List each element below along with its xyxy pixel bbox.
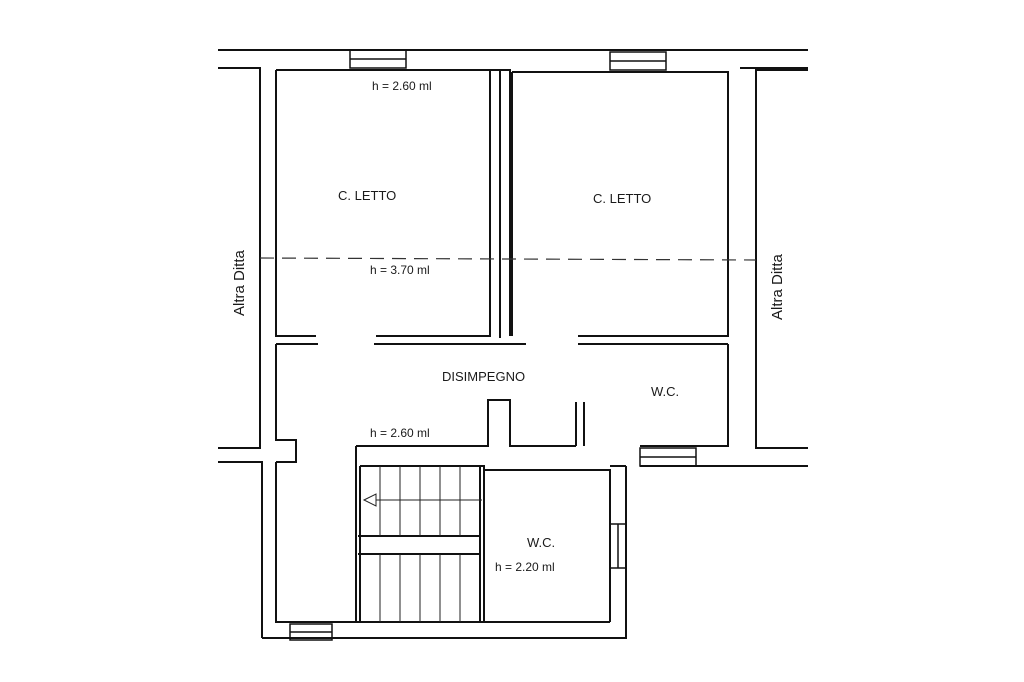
height-hallway: h = 2.60 ml: [370, 426, 430, 440]
height-bedroom-top: h = 2.60 ml: [372, 79, 432, 93]
height-dashed-line: h = 3.70 ml: [370, 263, 430, 277]
stair-treads: [362, 466, 482, 622]
bedroom-right-label: C. LETTO: [593, 191, 651, 206]
wc-upper-label: W.C.: [651, 384, 679, 399]
right-neighbor-label: Altra Ditta: [769, 253, 786, 320]
height-wc-lower: h = 2.20 ml: [495, 560, 555, 574]
windows: [289, 49, 697, 641]
hallway-label: DISIMPEGNO: [442, 369, 525, 384]
walls: [218, 49, 808, 639]
bedroom-left-label: C. LETTO: [338, 188, 396, 203]
left-neighbor-label: Altra Ditta: [231, 249, 248, 316]
section-line: [259, 257, 757, 261]
wc-lower-label: W.C.: [527, 535, 555, 550]
